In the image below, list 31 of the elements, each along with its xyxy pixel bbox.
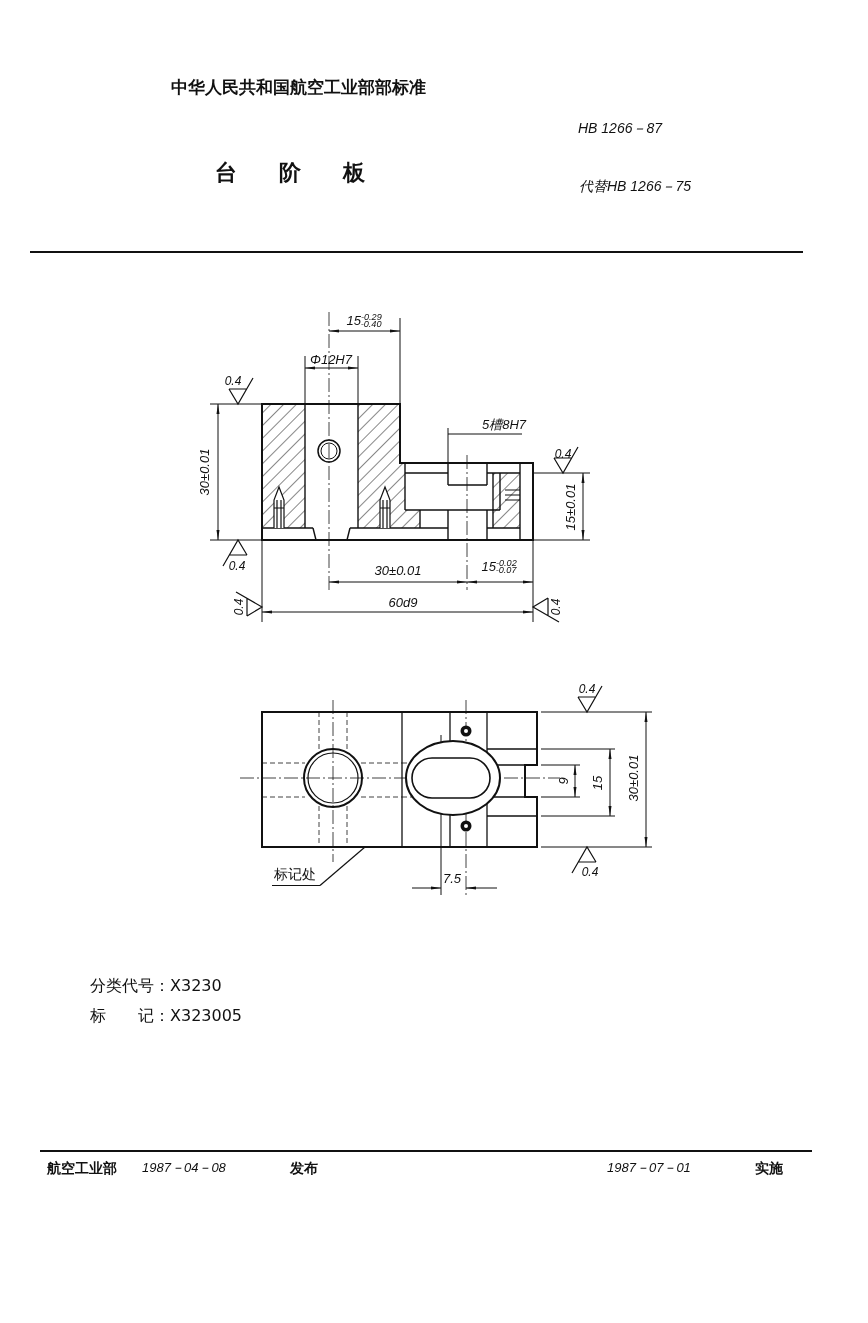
dimension-text: 15±0.01	[563, 483, 579, 531]
roughness-value: 0.4	[554, 448, 572, 462]
classification-note: 分类代号：X3230	[90, 976, 222, 996]
dimension-text: 30±0.01	[197, 448, 213, 496]
dimension-text: 30±0.01	[374, 563, 422, 579]
footer-date: 1987－04－08	[142, 1160, 226, 1176]
dimension-text: 7.5	[442, 871, 462, 887]
roughness-value: 0.4	[550, 598, 564, 616]
classification-note: 标 记：X323005	[90, 1006, 243, 1026]
roughness-value: 0.4	[581, 866, 599, 880]
roughness-value: 0.4	[578, 683, 596, 697]
roughness-value: 0.4	[233, 598, 247, 616]
drawing-title: 台阶板	[215, 159, 407, 187]
dimension-text: 60d9	[388, 595, 418, 611]
dimension-text: 15	[590, 775, 606, 791]
leader-line	[319, 846, 366, 887]
footer-text: 发布	[290, 1159, 318, 1177]
plan-view-drawing	[262, 712, 537, 847]
marking-callout: 标记处	[272, 866, 320, 886]
footer-date: 1987－07－01	[607, 1160, 691, 1176]
footer-text: 航空工业部	[47, 1159, 117, 1177]
standard-number: HB 1266－87	[577, 119, 663, 137]
roughness-value: 0.4	[224, 375, 242, 389]
dimension-text: 30±0.01	[626, 754, 642, 802]
dimension-text: 5槽8H7	[481, 417, 527, 433]
roughness-value: 0.4	[228, 560, 246, 574]
standard-number: 代替HB 1266－75	[578, 177, 692, 195]
dimension-text: Φ12H7	[310, 352, 352, 368]
dimension-text: 9	[556, 777, 572, 785]
footer-text: 实施	[755, 1159, 783, 1177]
standard-heading: 中华人民共和国航空工业部部标准	[170, 78, 426, 98]
